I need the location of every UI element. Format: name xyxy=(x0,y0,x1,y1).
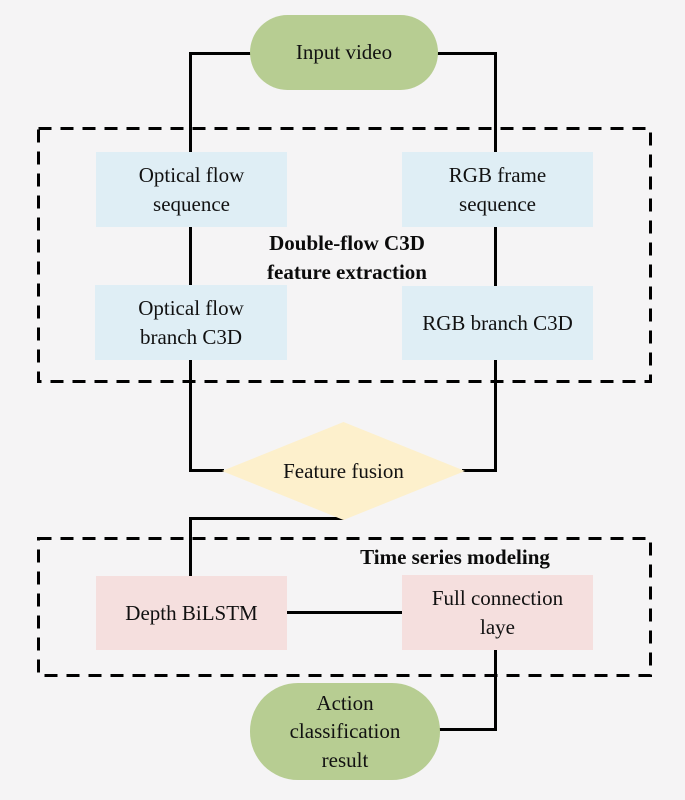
edge-input-to-optical-flow xyxy=(189,52,252,152)
input-video-label: Input video xyxy=(295,40,393,65)
optical-flow-sequence-label: Optical flow sequence xyxy=(138,162,245,216)
edge-fusion-to-bilstm xyxy=(189,517,344,576)
edge-rgbbranch-to-fusion xyxy=(462,360,497,472)
edge-fullconn-to-result xyxy=(438,650,497,731)
rgb-branch-label: RGB branch C3D xyxy=(422,310,573,335)
optical-flow-branch-label: Optical flow branch C3D xyxy=(138,295,244,349)
full-connection-label: Full connection laye xyxy=(431,585,564,639)
c3d-group-border xyxy=(37,127,652,383)
time-series-section-title: Time series modeling xyxy=(360,545,550,569)
full-connection-node: Full connection laye xyxy=(402,575,593,650)
optical-flow-branch-node: Optical flow branch C3D xyxy=(95,285,287,360)
rgb-frame-sequence-node: RGB frame sequence xyxy=(402,152,593,227)
action-result-node: Action classification result xyxy=(250,683,440,780)
action-result-label: Action classification result xyxy=(289,690,401,772)
feature-fusion-diamond xyxy=(222,422,465,520)
optical-flow-sequence-node: Optical flow sequence xyxy=(96,152,287,227)
depth-bilstm-label: Depth BiLSTM xyxy=(125,600,258,625)
input-video-node: Input video xyxy=(250,15,438,90)
c3d-section-title: Double-flow C3D feature extraction xyxy=(267,231,427,284)
rgb-branch-node: RGB branch C3D xyxy=(402,286,593,360)
feature-fusion-node: Feature fusion xyxy=(222,422,465,520)
depth-bilstm-node: Depth BiLSTM xyxy=(96,576,287,650)
edge-input-to-rgb xyxy=(436,52,497,152)
rgb-frame-sequence-label: RGB frame sequence xyxy=(448,162,547,216)
edge-ofbranch-to-fusion xyxy=(189,360,224,472)
feature-fusion-label: Feature fusion xyxy=(283,458,404,483)
